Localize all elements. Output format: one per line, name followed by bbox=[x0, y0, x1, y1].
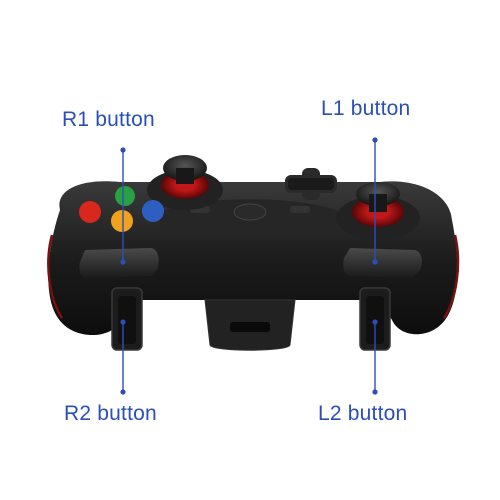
r2-trigger-inner bbox=[118, 296, 136, 344]
face-button-red bbox=[79, 201, 101, 223]
r1-bumper bbox=[79, 248, 159, 278]
l1-leader-dot bbox=[372, 137, 378, 143]
l2-button-label: L2 button bbox=[318, 402, 408, 425]
l2-leader-dot bbox=[372, 319, 378, 325]
right-accent-stripe bbox=[442, 234, 460, 319]
r2-leader-dot bbox=[120, 319, 126, 325]
r1-leader-dot bbox=[120, 147, 126, 153]
r2-leader-end bbox=[120, 389, 126, 395]
l1-bumper bbox=[343, 248, 423, 278]
left-accent-stripe bbox=[47, 234, 64, 319]
face-button-blue bbox=[142, 200, 164, 222]
face-button-yellow bbox=[111, 210, 133, 232]
r1-button-label: R1 button bbox=[62, 108, 155, 131]
l1-button-label: L1 button bbox=[321, 97, 411, 120]
start-button bbox=[290, 206, 310, 213]
face-button-green bbox=[115, 186, 135, 206]
l2-leader-end bbox=[372, 389, 378, 395]
l1-leader-end bbox=[372, 259, 378, 265]
r1-leader-end bbox=[120, 259, 126, 265]
dpad bbox=[285, 168, 337, 200]
usb-port bbox=[230, 322, 270, 332]
right-stick-shaft bbox=[369, 194, 387, 212]
r2-button-label: R2 button bbox=[64, 402, 157, 425]
left-stick-shaft bbox=[176, 168, 194, 184]
home-button bbox=[233, 203, 267, 221]
